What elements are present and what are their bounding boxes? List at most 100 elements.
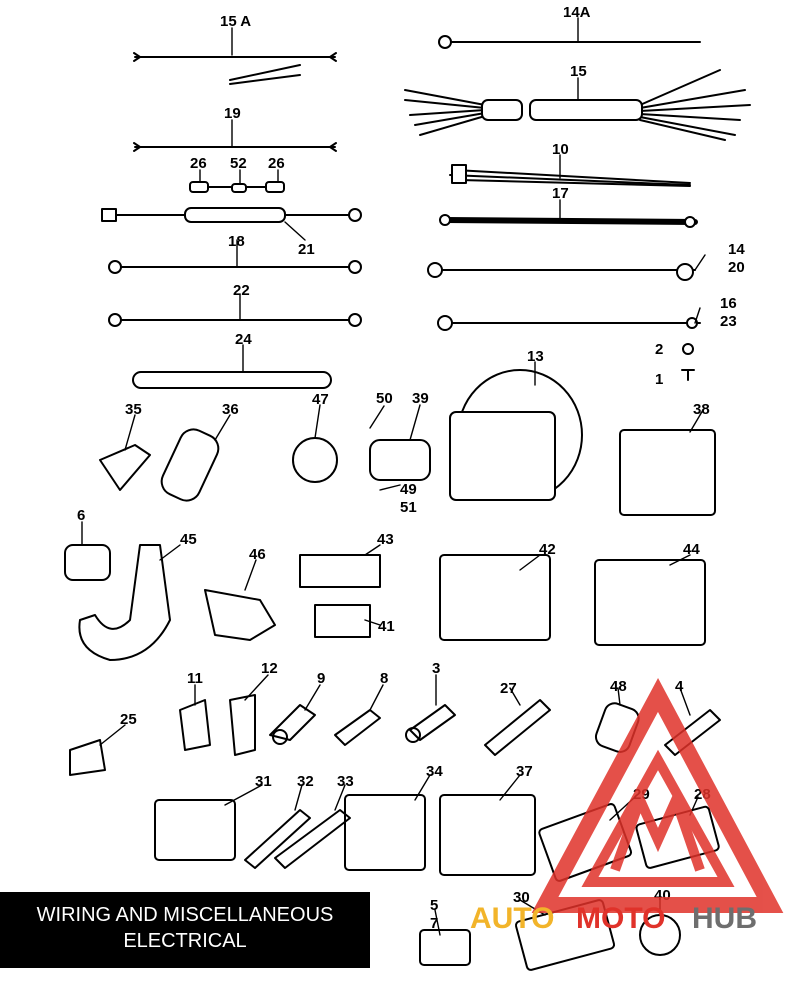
label-43: 43 bbox=[377, 531, 394, 548]
connector-42 bbox=[439, 554, 551, 641]
label-15: 15 bbox=[570, 63, 587, 80]
label-2: 2 bbox=[655, 341, 663, 358]
label-26a: 26 bbox=[190, 155, 207, 172]
page-title-box: WIRING AND MISCELLANEOUS ELECTRICAL bbox=[0, 892, 370, 968]
label-36: 36 bbox=[222, 401, 239, 418]
label-38: 38 bbox=[693, 401, 710, 418]
label-50: 50 bbox=[376, 390, 393, 407]
terminal-8 bbox=[334, 709, 381, 746]
label-4: 4 bbox=[675, 678, 684, 695]
connector-40 bbox=[639, 914, 681, 956]
leader-lines bbox=[81, 17, 706, 936]
label-35: 35 bbox=[125, 401, 142, 418]
label-13: 13 bbox=[527, 348, 544, 365]
clamp-6 bbox=[64, 544, 111, 581]
tie-10 bbox=[449, 169, 691, 187]
label-21: 21 bbox=[298, 241, 315, 258]
label-49: 49 bbox=[400, 481, 417, 498]
label-28: 28 bbox=[694, 786, 711, 803]
label-32: 32 bbox=[297, 773, 314, 790]
label-10: 10 bbox=[552, 141, 569, 158]
connector-47 bbox=[292, 437, 338, 483]
terminal-9 bbox=[269, 704, 316, 741]
label-8: 8 bbox=[380, 670, 388, 687]
connector-30 bbox=[514, 899, 616, 971]
label-11: 11 bbox=[187, 670, 203, 687]
label-27: 27 bbox=[500, 680, 517, 697]
label-45: 45 bbox=[180, 531, 197, 548]
connector-38 bbox=[619, 429, 716, 516]
socket-39 bbox=[369, 439, 431, 481]
label-40: 40 bbox=[654, 887, 671, 904]
plate-43 bbox=[299, 554, 381, 588]
connector-31 bbox=[154, 799, 236, 861]
label-25: 25 bbox=[120, 711, 137, 728]
label-46: 46 bbox=[249, 546, 266, 563]
label-14a: 14A bbox=[563, 4, 591, 21]
connector-29 bbox=[538, 803, 633, 882]
label-37: 37 bbox=[516, 763, 533, 780]
label-29: 29 bbox=[633, 786, 650, 803]
wire-15a bbox=[133, 52, 337, 85]
terminal-32 bbox=[244, 809, 311, 869]
connector-44 bbox=[594, 559, 706, 646]
fuse-48 bbox=[594, 702, 640, 753]
strap-17 bbox=[442, 217, 698, 225]
label-16: 16 bbox=[720, 295, 737, 312]
plate-41 bbox=[314, 604, 371, 638]
label-17: 17 bbox=[552, 185, 569, 202]
label-14: 14 bbox=[728, 241, 745, 258]
label-24: 24 bbox=[235, 331, 252, 348]
sleeve-36 bbox=[160, 428, 220, 502]
terminal-27 bbox=[484, 699, 551, 756]
label-51: 51 bbox=[400, 499, 417, 516]
clip-11 bbox=[179, 699, 211, 751]
label-23: 23 bbox=[720, 313, 737, 330]
terminal-33 bbox=[274, 809, 351, 869]
label-52: 52 bbox=[230, 155, 247, 172]
label-26b: 26 bbox=[268, 155, 285, 172]
clip-46 bbox=[204, 589, 276, 641]
label-48: 48 bbox=[610, 678, 627, 695]
label-33: 33 bbox=[337, 773, 354, 790]
terminal-3 bbox=[409, 704, 456, 741]
label-42: 42 bbox=[539, 541, 556, 558]
label-41: 41 bbox=[378, 618, 395, 635]
title-line-2: ELECTRICAL bbox=[123, 930, 247, 952]
label-12: 12 bbox=[261, 660, 278, 677]
clip-12 bbox=[229, 694, 256, 756]
label-18: 18 bbox=[228, 233, 245, 250]
terminal-4 bbox=[664, 709, 721, 756]
part-labels: 15 A 14A 15 19 10 26 52 26 17 21 18 14 2… bbox=[77, 4, 745, 932]
connector-26a bbox=[189, 181, 209, 193]
label-15a: 15 A bbox=[220, 13, 251, 30]
page-design-credit: Page design (c) bbox=[322, 955, 365, 961]
washer-2 bbox=[682, 343, 694, 355]
tube-24 bbox=[132, 371, 332, 389]
connector-5-7 bbox=[419, 929, 471, 966]
label-7: 7 bbox=[430, 915, 438, 932]
label-31: 31 bbox=[255, 773, 272, 790]
connector-52 bbox=[231, 183, 247, 193]
wire-19 bbox=[133, 142, 337, 152]
label-47: 47 bbox=[312, 391, 329, 408]
label-34: 34 bbox=[426, 763, 443, 780]
screw-1 bbox=[681, 369, 695, 381]
label-30: 30 bbox=[513, 889, 530, 906]
title-line-1: WIRING AND MISCELLANEOUS bbox=[36, 904, 334, 926]
harness-15 bbox=[404, 69, 751, 141]
terminal-35 bbox=[99, 444, 151, 491]
connector-37 bbox=[439, 794, 536, 876]
label-20: 20 bbox=[728, 259, 745, 276]
connector-26b bbox=[265, 181, 285, 193]
clip-25 bbox=[69, 739, 106, 776]
label-5: 5 bbox=[430, 897, 438, 914]
label-39: 39 bbox=[412, 390, 429, 407]
label-9: 9 bbox=[317, 670, 325, 687]
label-3: 3 bbox=[432, 660, 440, 677]
label-44: 44 bbox=[683, 541, 700, 558]
label-6: 6 bbox=[77, 507, 85, 524]
connector-28 bbox=[635, 805, 720, 869]
label-1: 1 bbox=[655, 371, 663, 388]
